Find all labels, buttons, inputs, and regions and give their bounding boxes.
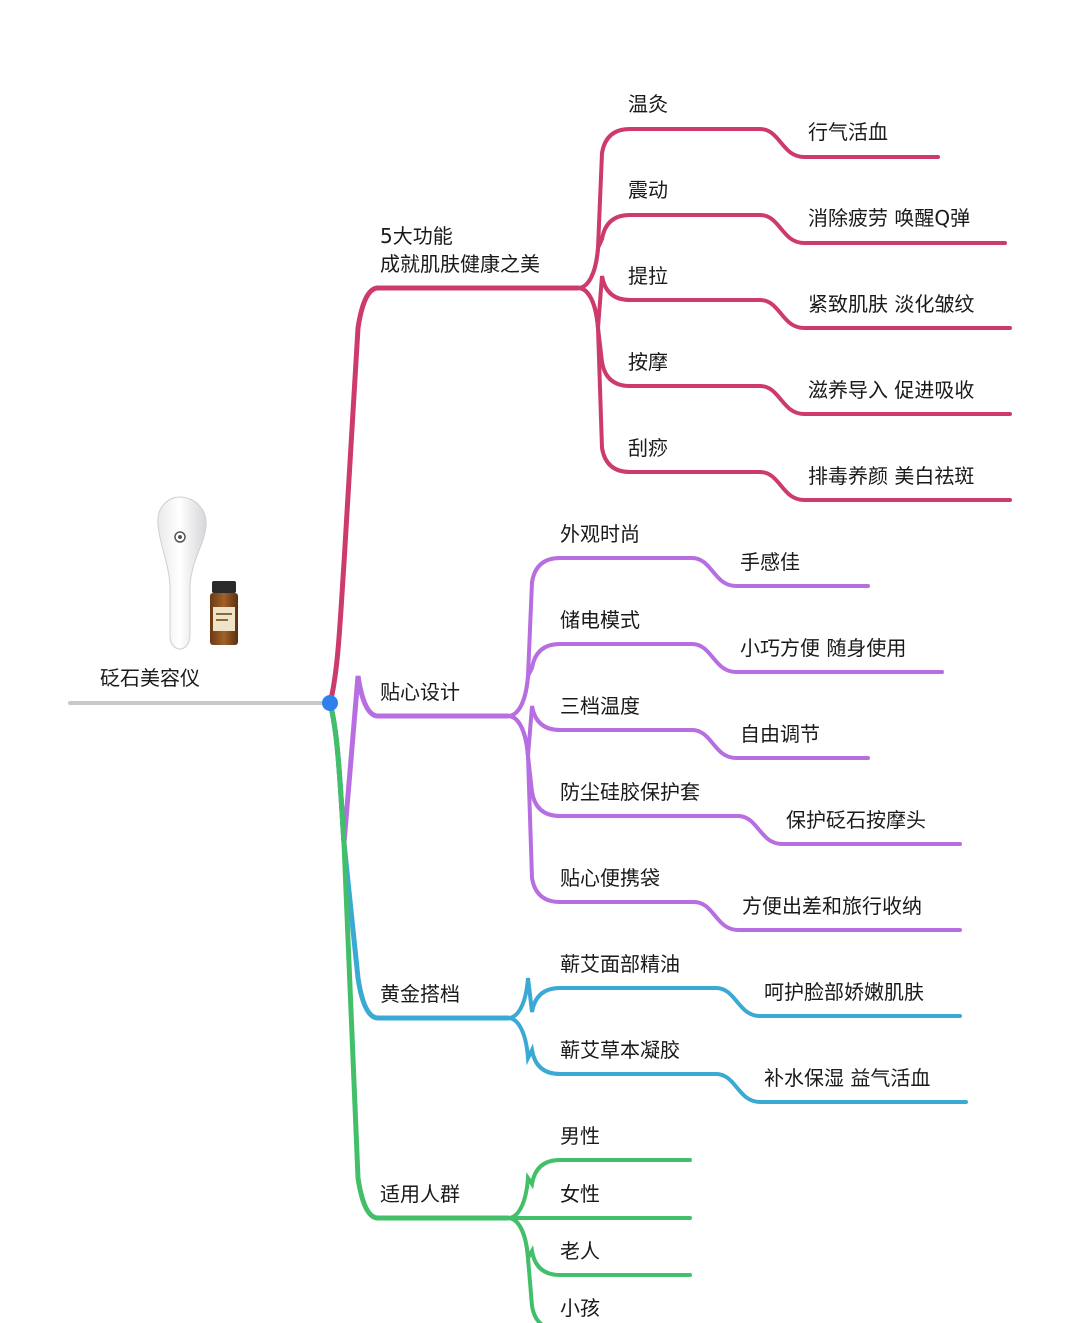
detail-topic-design-3: 保护砭石按摩头	[786, 808, 926, 832]
branch-title-functions: 5大功能	[380, 224, 453, 248]
detail-topic-functions-0: 行气活血	[808, 120, 888, 144]
branch-title-design: 贴心设计	[380, 680, 460, 704]
child-line-functions-3	[576, 286, 762, 388]
detail-line-functions-4	[758, 470, 1012, 502]
child-line-functions-2	[576, 275, 762, 329]
child-topic-functions-2: 提拉	[628, 264, 668, 288]
detail-line-design-2	[690, 728, 870, 760]
child-topic-design-2: 三档温度	[560, 694, 640, 718]
child-topic-people-1: 女性	[560, 1182, 600, 1206]
detail-line-design-3	[736, 814, 962, 846]
child-line-functions-0	[576, 127, 762, 290]
child-line-design-0	[506, 556, 694, 718]
detail-topic-functions-1: 消除疲劳 唤醒Q弹	[808, 206, 971, 230]
detail-line-partner-1	[714, 1072, 968, 1104]
child-topic-people-0: 男性	[560, 1124, 600, 1148]
branch-line-functions	[327, 285, 581, 706]
child-topic-partner-0: 蕲艾面部精油	[560, 952, 680, 976]
detail-line-design-0	[690, 556, 870, 588]
detail-topic-partner-0: 呵护脸部娇嫩肌肤	[764, 980, 924, 1004]
detail-topic-design-4: 方便出差和旅行收纳	[742, 894, 922, 918]
detail-line-functions-0	[758, 127, 940, 159]
child-topic-functions-3: 按摩	[628, 350, 668, 374]
child-topic-design-3: 防尘硅胶保护套	[560, 780, 700, 804]
branch-line-people	[327, 700, 511, 1221]
detail-line-partner-0	[714, 986, 962, 1018]
child-line-functions-4	[576, 286, 762, 474]
detail-topic-functions-4: 排毒养颜 美白祛斑	[808, 464, 975, 488]
child-topic-functions-1: 震动	[628, 178, 668, 202]
branch-title-people: 适用人群	[380, 1182, 460, 1206]
child-line-partner-1	[506, 1016, 718, 1076]
child-topic-functions-4: 刮痧	[628, 436, 668, 460]
branch-subtitle-functions: 成就肌肤健康之美	[380, 252, 540, 276]
detail-topic-design-1: 小巧方便 随身使用	[740, 636, 907, 660]
child-line-partner-0	[506, 977, 718, 1020]
branch-line-partner	[327, 700, 511, 1021]
child-topic-functions-0: 温灸	[628, 92, 668, 116]
branch-title-partner: 黄金搭档	[380, 982, 460, 1006]
child-line-design-4	[506, 714, 696, 904]
child-topic-design-4: 贴心便携袋	[560, 866, 660, 890]
child-line-people-3	[506, 1216, 544, 1323]
detail-line-functions-3	[758, 384, 1012, 416]
root-topic: 砭石美容仪	[100, 666, 200, 690]
detail-line-design-4	[692, 900, 962, 932]
child-line-functions-1	[576, 213, 762, 290]
child-line-people-0	[506, 1158, 692, 1220]
child-topic-design-1: 储电模式	[560, 608, 640, 632]
detail-line-functions-1	[758, 213, 1007, 245]
detail-topic-design-0: 手感佳	[740, 550, 800, 574]
child-line-design-1	[506, 642, 694, 718]
detail-topic-partner-1: 补水保湿 益气活血	[764, 1066, 931, 1090]
child-topic-design-0: 外观时尚	[560, 522, 640, 546]
detail-line-functions-2	[758, 298, 1012, 330]
child-topic-people-3: 小孩	[560, 1296, 600, 1320]
detail-line-design-1	[690, 642, 944, 674]
child-topic-partner-1: 蕲艾草本凝胶	[560, 1038, 680, 1062]
beauty-device-image	[157, 496, 238, 650]
detail-topic-functions-2: 紧致肌肤 淡化皱纹	[808, 292, 975, 316]
child-topic-people-2: 老人	[560, 1239, 600, 1263]
detail-topic-functions-3: 滋养导入 促进吸收	[808, 378, 975, 402]
root-node-dot	[322, 695, 338, 711]
detail-topic-design-2: 自由调节	[740, 722, 820, 746]
